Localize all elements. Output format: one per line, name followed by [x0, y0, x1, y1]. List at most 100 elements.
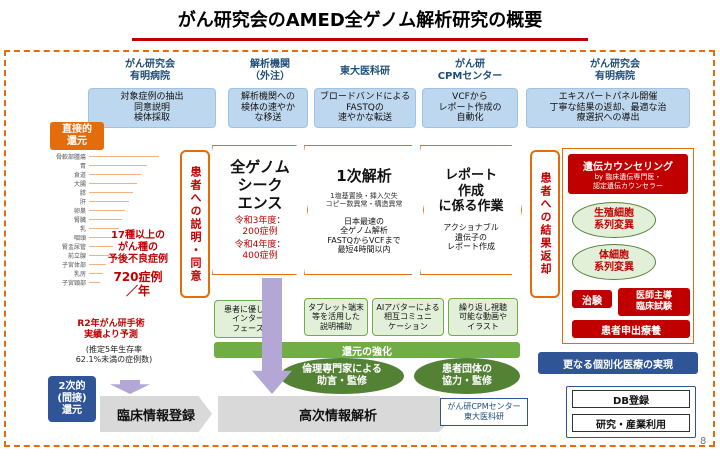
- db-box: DB登録: [572, 390, 690, 408]
- primary-title: 1次解析: [336, 166, 392, 185]
- cancer-type-row: 前立腺: [46, 251, 176, 260]
- title-underline: [132, 38, 588, 41]
- cancer-type-bar: [89, 227, 119, 230]
- cancer-type-label: 前立腺: [67, 253, 86, 260]
- genetic-counseling-box: 遺伝カウンセリング by 臨床遺伝専門医・ 認定遺伝カウンセラー: [568, 154, 688, 194]
- cancer-type-label: 咽頭: [73, 235, 86, 242]
- prediction-note: (推定5年生存率 62.1%未満の症例数): [75, 345, 153, 364]
- green-box-1: タブレット端末 等を活用した 説明補助: [304, 298, 368, 336]
- cancer-type-chart: 骨軟部腫瘍胃食道大腸膵肝卵巣腎臓乳咽頭腎盂尿管前立腺子宮体部乳房子宮頸部: [46, 152, 176, 292]
- cancer-type-label: 骨軟部腫瘍: [55, 154, 86, 161]
- page-number: 8: [700, 436, 707, 447]
- wgs-title: 全ゲノム シーク エンス: [230, 158, 290, 213]
- prediction-text: R2年がん研手術 実績より予測: [77, 319, 145, 340]
- cancer-type-row: 乳: [46, 224, 176, 233]
- report-body: アクショナブル 遺伝子の レポート作成: [443, 223, 499, 252]
- cancer-type-bar: [89, 254, 109, 257]
- result-return-box: 患者への結果返却: [530, 150, 560, 298]
- cancer-type-label: 乳: [79, 226, 86, 233]
- cancer-type-label: 肝: [79, 199, 86, 206]
- cancer-type-bar: [89, 200, 129, 203]
- cancer-type-row: 肝: [46, 197, 176, 206]
- org-header-0: がん研究会 有明病院: [125, 59, 175, 82]
- cancer-type-label: 腎盂尿管: [61, 244, 86, 251]
- advanced-analysis: 高次情報解析: [218, 396, 458, 432]
- slide-title: がん研究会のAMED全ゲノム解析研究の概要: [177, 10, 543, 31]
- org-header-4: がん研究会 有明病院: [590, 59, 640, 82]
- green-box-3: 繰り返し視聴 可能な動画や イラスト: [448, 298, 518, 336]
- direct-return-tag: 直接的 還元: [50, 122, 104, 150]
- cancer-type-bar: [89, 236, 116, 239]
- report-step: レポート 作成 に係る作業 アクショナブル 遺伝子の レポート作成: [420, 145, 522, 275]
- consent-text: 患者への説明・同意: [189, 165, 202, 283]
- primary-body: 日本最速の 全ゲノム解析 FASTQからVCFまで 最短4時間以内: [327, 216, 401, 255]
- desc-box-0: 対象症例の抽出 同意説明 検体採取: [88, 88, 216, 128]
- cancer-type-row: 乳房: [46, 269, 176, 278]
- cancer-type-bar: [89, 164, 147, 167]
- cancer-type-row: 腎臓: [46, 215, 176, 224]
- org-header-2: 東大医科研: [340, 66, 390, 77]
- cancer-type-label: 乳房: [73, 271, 86, 278]
- cancer-type-bar: [89, 281, 100, 284]
- cancer-type-row: 胃: [46, 161, 176, 170]
- genetic-sub: by 臨床遺伝専門医・ 認定遺伝カウンセラー: [593, 173, 663, 190]
- wgs-step: 全ゲノム シーク エンス 令和3年度： 200症例 令和4年度： 400症例: [212, 145, 308, 275]
- germline-oval: 生殖細胞 系列変異: [572, 202, 656, 238]
- ethics-oval: 倫理専門家による 助言・監修: [280, 358, 404, 394]
- cancer-type-bar: [89, 191, 133, 194]
- indirect-return-tag: 2次的 (間接) 還元: [48, 376, 96, 422]
- case-line-1: 17種以上の がん種の 予後不良症例: [108, 229, 168, 265]
- strengthen-bar: 還元の強化: [214, 342, 520, 358]
- primary-analysis-step: 1次解析 1塩基置換・挿入欠失 コピー数異常・構造異常 日本最速の 全ゲノム解析…: [304, 145, 424, 275]
- desc-box-4: エキスパートパネル開催 丁寧な結果の返却、最適な治 療選択への導出: [526, 88, 690, 128]
- trial-box: 治験: [572, 290, 612, 308]
- desc-box-2: ブロードバンドによる FASTQの 速やかな転送: [314, 88, 416, 128]
- cancer-type-label: 膵: [79, 190, 86, 197]
- cancer-type-bar: [89, 155, 159, 158]
- report-title: レポート 作成 に係る作業: [438, 168, 504, 215]
- cancer-type-row: 咽頭: [46, 233, 176, 242]
- cancer-type-bar: [89, 173, 141, 176]
- somatic-oval: 体細胞 系列変異: [572, 244, 656, 280]
- cancer-type-bar: [89, 182, 137, 185]
- clinical-registration: 臨床情報登録: [100, 396, 212, 432]
- org-header-1: 解析機関 （外注）: [250, 59, 290, 82]
- cancer-type-label: 大腸: [73, 181, 86, 188]
- cancer-type-label: 腎臓: [73, 217, 86, 224]
- cancer-type-row: 子宮体部: [46, 260, 176, 269]
- cancer-type-row: 腎盂尿管: [46, 242, 176, 251]
- case-count-box: 17種以上の がん種の 予後不良症例 720症例 ／年: [102, 228, 174, 300]
- cancer-type-row: 骨軟部腫瘍: [46, 152, 176, 161]
- result-return-text: 患者への結果返却: [539, 172, 552, 276]
- cancer-type-row: 子宮頸部: [46, 278, 176, 287]
- outer-dashed-frame: [4, 50, 715, 447]
- cancer-type-row: 大腸: [46, 179, 176, 188]
- consent-box: 患者への説明・同意: [180, 150, 210, 298]
- cancer-type-label: 胃: [79, 163, 86, 170]
- patient-group-oval: 患者団体の 協力・監修: [414, 358, 520, 394]
- cancer-type-bar: [89, 209, 125, 212]
- cancer-type-row: 膵: [46, 188, 176, 197]
- primary-sub: 1塩基置換・挿入欠失 コピー数異常・構造異常: [325, 191, 403, 209]
- research-box: 研究・産業利用: [572, 414, 690, 432]
- green-box-2: AIアバターによる 相互コミュニ ケーション: [372, 298, 444, 336]
- cancer-type-bar: [89, 263, 106, 266]
- cancer-type-bar: [89, 272, 103, 275]
- desc-box-1: 解析機関への 検体の速やか な移送: [228, 88, 308, 128]
- cancer-type-label: 子宮体部: [61, 262, 86, 269]
- wgs-r3: 令和3年度： 200症例: [234, 216, 286, 238]
- db-frame: [566, 386, 696, 438]
- genetic-title: 遺伝カウンセリング: [583, 162, 673, 174]
- cancer-type-row: 食道: [46, 170, 176, 179]
- org-header-3: がん研 CPMセンター: [437, 59, 503, 82]
- patient-request-box: 患者申出療養: [572, 320, 690, 338]
- wgs-r4: 令和4年度： 400症例: [234, 240, 286, 261]
- further-personalized-box: 更なる個別化医療の実現: [538, 352, 698, 374]
- doctor-trial-box: 医師主導 臨床試験: [618, 288, 690, 316]
- cancer-type-label: 食道: [73, 172, 86, 179]
- desc-box-3: VCFから レポート作成の 自動化: [422, 88, 518, 128]
- cancer-type-bar: [89, 245, 113, 248]
- case-line-2: 720症例 ／年: [113, 269, 163, 298]
- cancer-type-row: 卵巣: [46, 206, 176, 215]
- cancer-type-label: 子宮頸部: [61, 280, 86, 287]
